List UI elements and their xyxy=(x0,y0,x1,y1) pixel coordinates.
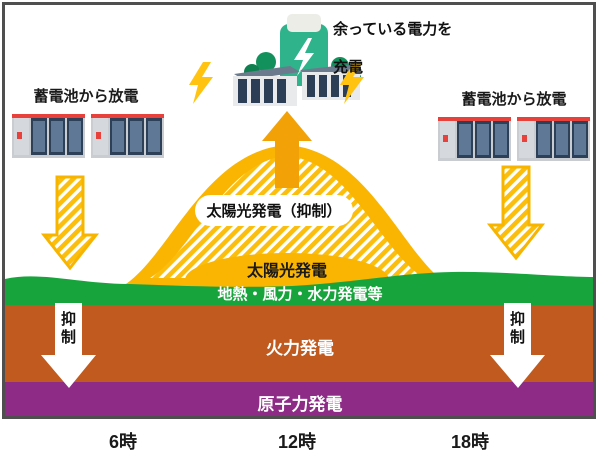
battery-storage-station-icon xyxy=(233,14,362,106)
band-nuclear xyxy=(5,382,594,417)
up-arrow-charge xyxy=(262,111,312,188)
battery-door xyxy=(31,118,47,155)
curtailment-arrow-right xyxy=(490,303,545,388)
battery-door xyxy=(67,118,83,155)
battery-bank-left xyxy=(12,114,164,158)
battery-door xyxy=(554,121,570,158)
battery-door xyxy=(110,118,126,155)
battery-door xyxy=(493,121,509,158)
battery-door xyxy=(536,121,552,158)
band-geothermal-wind-hydro xyxy=(5,271,594,308)
charge-surplus-line1: 余っている電力を xyxy=(333,21,453,38)
down-arrow-battery-left xyxy=(40,175,100,271)
battery-door xyxy=(49,118,65,155)
time-tick-12: 12時 xyxy=(277,432,317,452)
charge-surplus-line2: 充電 xyxy=(333,59,364,76)
battery-cabinet xyxy=(91,114,164,158)
solar-curtailed-label: 太陽光発電（抑制） xyxy=(195,195,353,226)
lightning-bolt-icon-right xyxy=(340,62,364,104)
nuclear-label: 原子力発電 xyxy=(257,395,343,414)
lightning-bolt-icon-left xyxy=(189,62,213,104)
curtailment-arrow-left xyxy=(41,303,96,388)
battery-door xyxy=(572,121,588,158)
battery-control-unit xyxy=(93,118,108,155)
battery-bank-right xyxy=(438,117,590,161)
charge-surplus-note: 余っている電力を 充電 xyxy=(333,20,452,77)
battery-control-unit xyxy=(14,118,29,155)
curtailment-text-left: 抑制 xyxy=(60,311,76,346)
time-tick-18: 18時 xyxy=(450,432,490,452)
band-thermal xyxy=(5,305,594,382)
time-tick-6: 6時 xyxy=(108,432,137,452)
battery-cabinet xyxy=(12,114,85,158)
battery-control-unit xyxy=(519,121,534,158)
battery-discharge-label-left: 蓄電池から放電 xyxy=(33,88,139,105)
geothermal-wind-hydro-label: 地熱・風力・水力発電等 xyxy=(217,286,383,303)
down-arrow-battery-right xyxy=(486,165,546,261)
solar-label: 太陽光発電 xyxy=(246,263,327,280)
battery-cabinet xyxy=(517,117,590,161)
diagram-frame xyxy=(2,2,596,419)
thermal-label: 火力発電 xyxy=(266,339,334,358)
battery-door xyxy=(128,118,144,155)
curtailment-text-right: 抑制 xyxy=(509,311,525,346)
battery-control-unit xyxy=(440,121,455,158)
battery-door xyxy=(475,121,491,158)
battery-discharge-label-right: 蓄電池から放電 xyxy=(461,91,567,108)
battery-cabinet xyxy=(438,117,511,161)
battery-door xyxy=(457,121,473,158)
battery-door xyxy=(146,118,162,155)
